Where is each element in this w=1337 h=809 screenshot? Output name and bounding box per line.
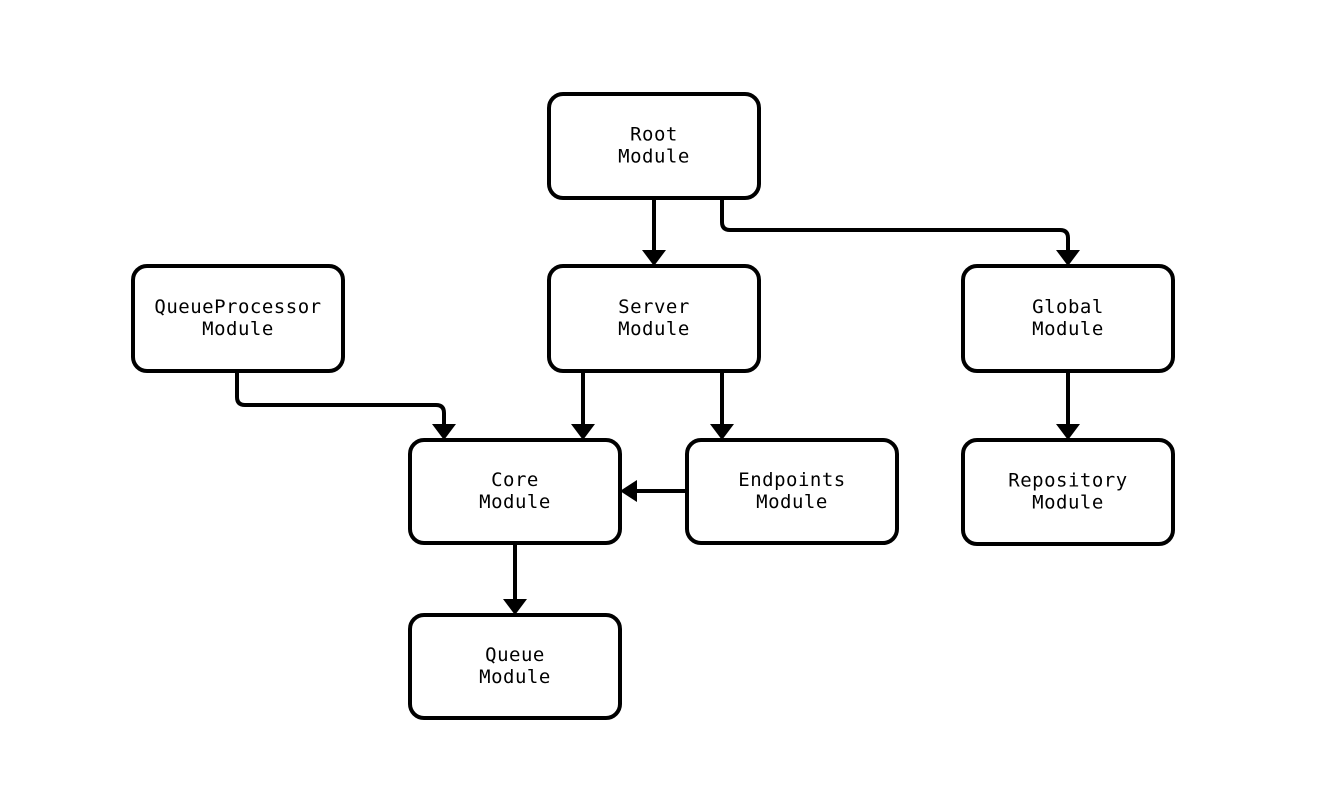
edge-root-to-global [720, 198, 1080, 266]
node-box[interactable] [131, 264, 345, 373]
arrowhead-down [503, 599, 527, 615]
node-label-primary: Queue [485, 644, 545, 666]
node-label-primary: Server [618, 296, 690, 318]
arrowhead-left [620, 480, 637, 502]
arrowhead-down [710, 424, 734, 440]
node-box[interactable] [961, 438, 1175, 546]
node-label-primary: Root [630, 124, 678, 146]
edge-root-to-server [642, 198, 666, 266]
node-label-primary: Repository [1008, 470, 1127, 492]
node-box[interactable] [547, 264, 761, 373]
edge-global-to-repository [1056, 371, 1080, 440]
edge-server-to-core [571, 371, 595, 440]
node-label-primary: Global [1032, 296, 1104, 318]
node-label-secondary: Module [618, 146, 690, 168]
node-box[interactable] [408, 438, 622, 545]
edge-line [720, 198, 1070, 252]
node-label-secondary: Module [479, 491, 551, 513]
node-box[interactable] [547, 92, 761, 200]
node-label-primary: Endpoints [738, 469, 845, 491]
node-label-secondary: Module [479, 666, 551, 688]
node-label-secondary: Module [618, 318, 690, 340]
edge-endpoints-to-core [620, 480, 687, 502]
node-box[interactable] [961, 264, 1175, 373]
arrowhead-down [1056, 250, 1080, 266]
edge-core-to-queue [503, 543, 527, 615]
arrowhead-down [1056, 424, 1080, 440]
node-label-secondary: Module [756, 491, 828, 513]
node-layer: RootModuleQueueProcessorModuleServerModu… [131, 92, 1175, 720]
node-box[interactable] [685, 438, 899, 545]
edge-line [235, 371, 446, 426]
arrowhead-down [432, 424, 456, 440]
node-box[interactable] [408, 613, 622, 720]
edge-queueprocessor-to-core [235, 371, 456, 440]
node-label-primary: Core [491, 469, 539, 491]
node-label-secondary: Module [1032, 318, 1104, 340]
node-label-secondary: Module [1032, 492, 1104, 514]
arrowhead-down [571, 424, 595, 440]
node-label-secondary: Module [202, 318, 274, 340]
edge-layer [235, 198, 1080, 615]
edge-server-to-endpoints [710, 371, 734, 440]
arrowhead-down [642, 250, 666, 266]
node-label-primary: QueueProcessor [154, 296, 321, 318]
